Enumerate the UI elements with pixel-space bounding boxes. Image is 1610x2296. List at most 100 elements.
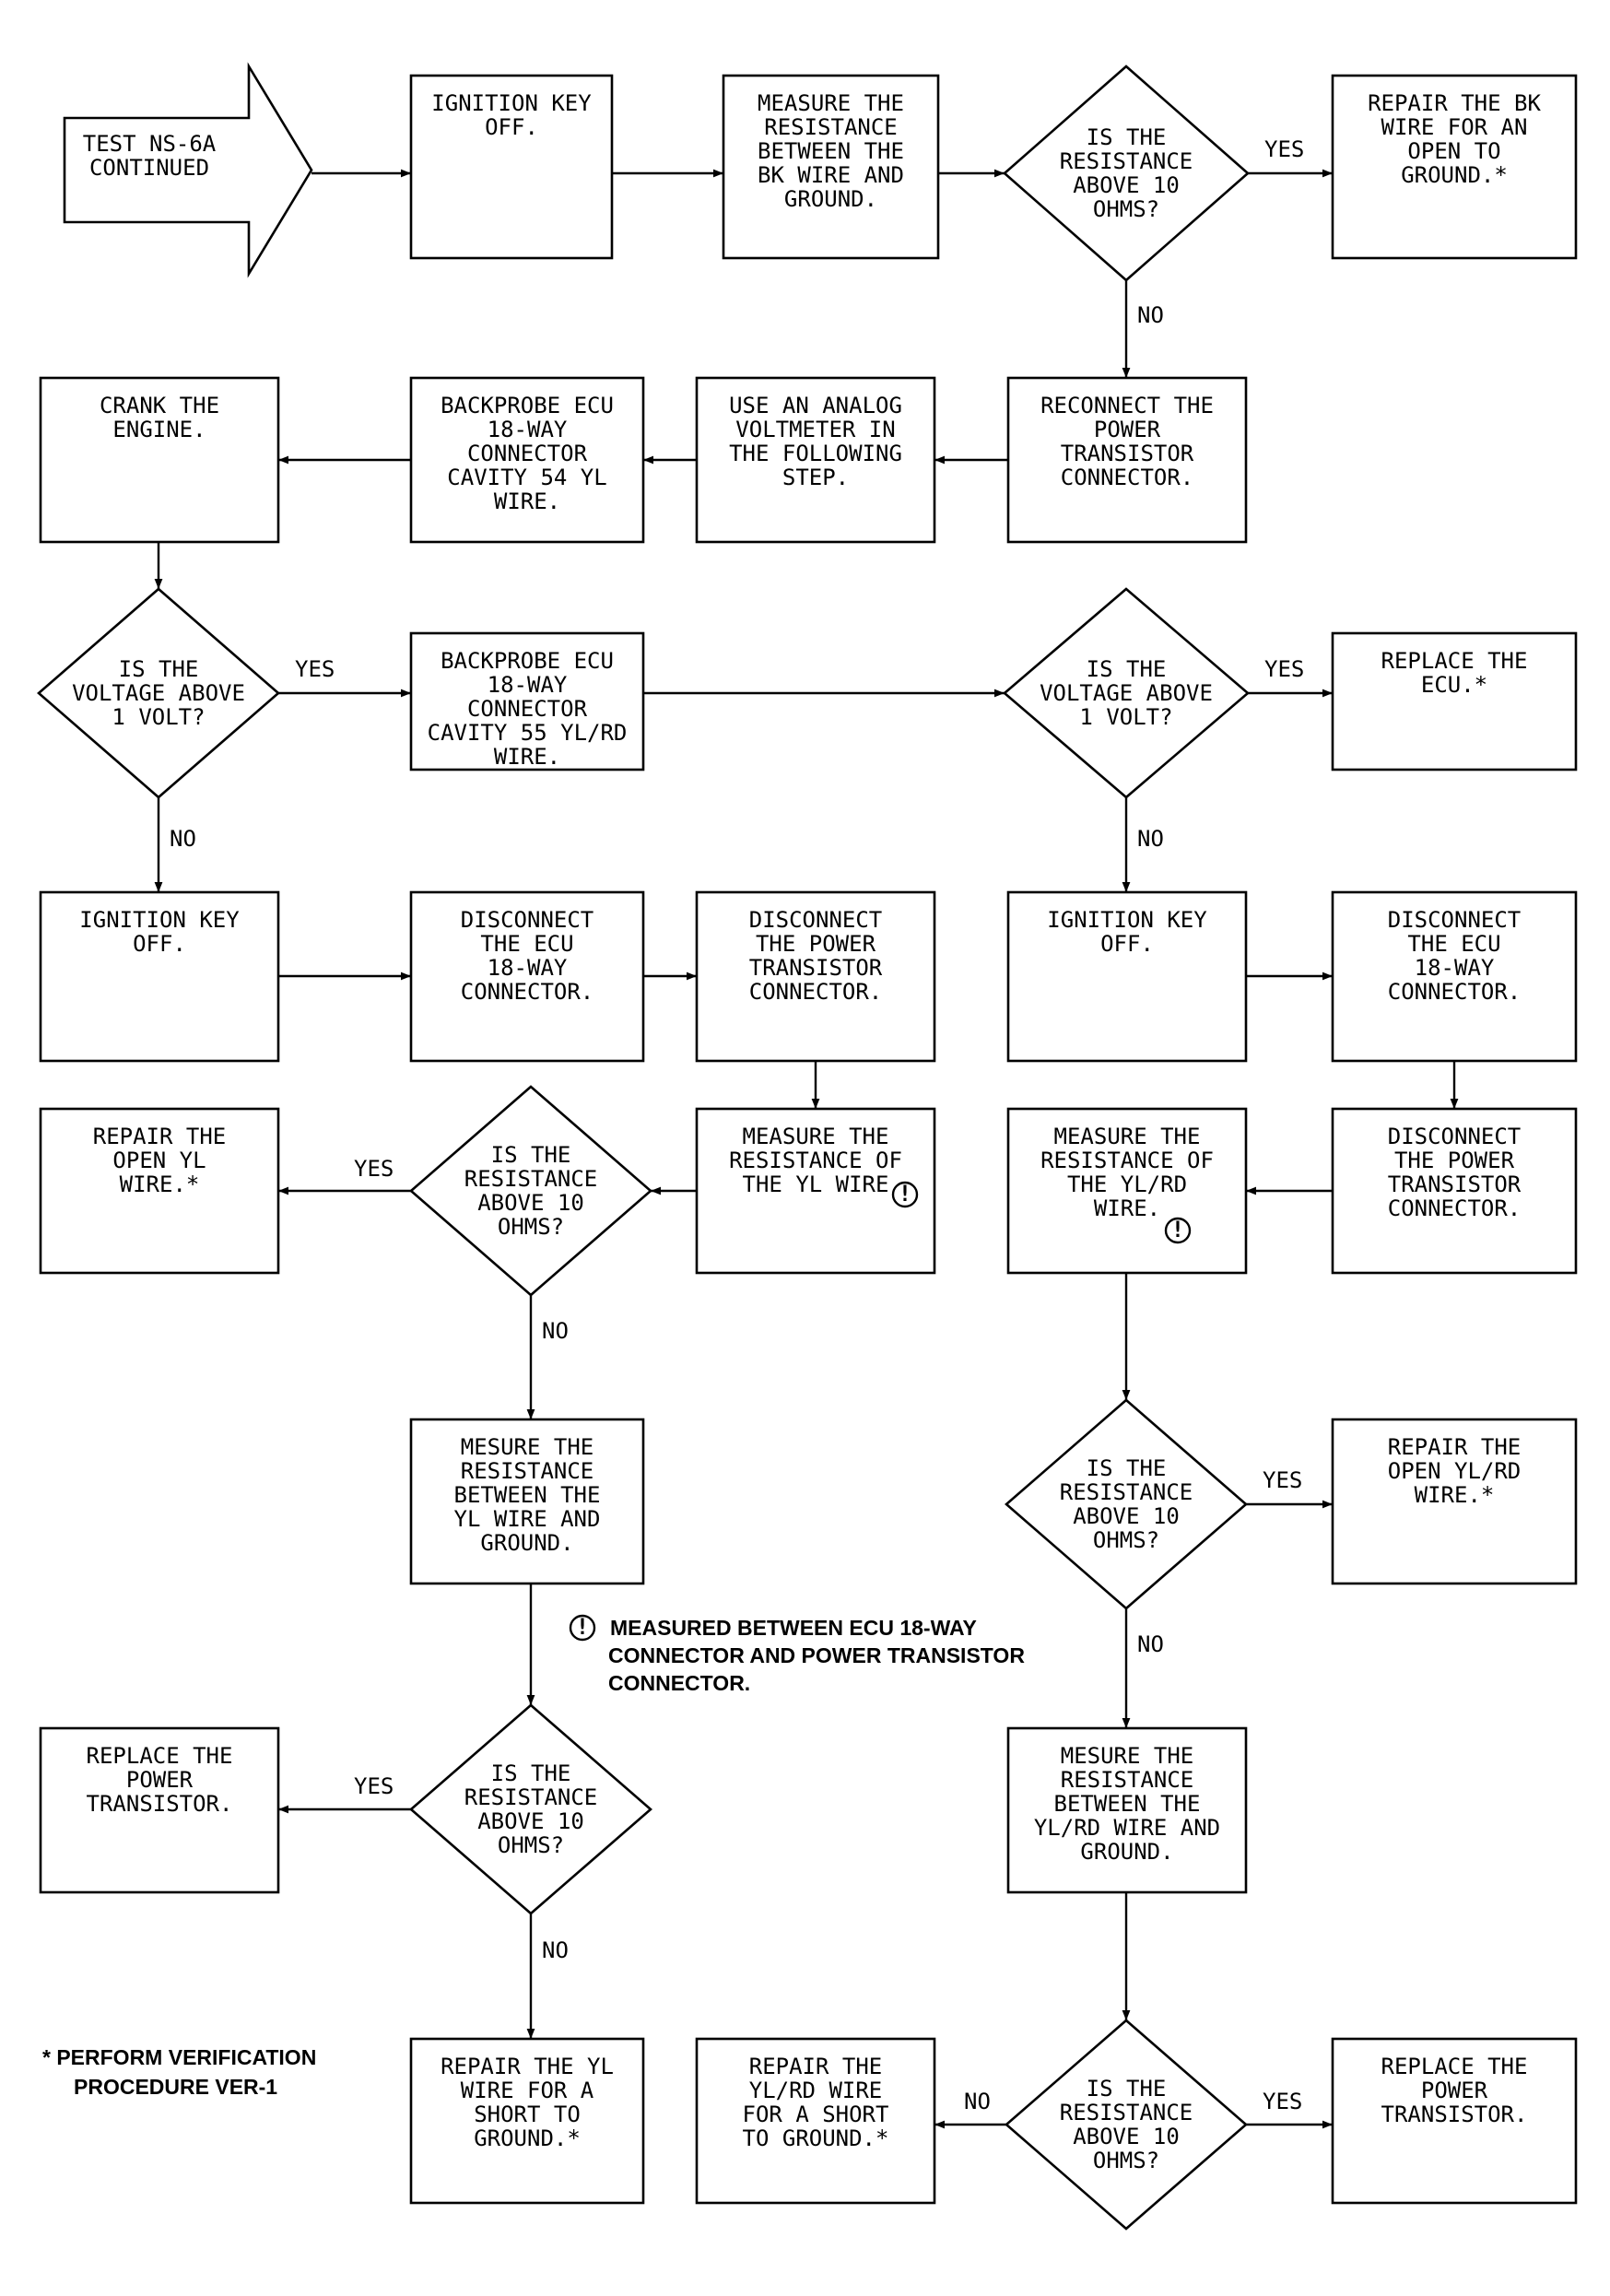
edge-label-yes: YES	[1263, 1467, 1302, 1493]
process-box	[39, 1107, 280, 1275]
footnote-marker-icon: !	[1164, 1217, 1192, 1244]
node-text-line: IS THE	[1087, 656, 1167, 682]
node-text-line: DISCONNECT	[749, 907, 883, 933]
node-text-line: RESISTANCE OF	[729, 1148, 902, 1173]
node-text-line: DISCONNECT	[1388, 907, 1522, 933]
footnote-marker-icon: !	[569, 1614, 596, 1642]
node-text-line: STEP.	[782, 465, 849, 490]
node-text-line: DISCONNECT	[461, 907, 594, 933]
node-text-line: GROUND.	[784, 186, 877, 212]
process-box	[1006, 376, 1248, 544]
node-text-line: REPLACE THE	[1381, 648, 1528, 674]
process-box	[39, 1726, 280, 1894]
node-text-line: BACKPROBE ECU	[441, 648, 614, 674]
node-text-line: THE POWER	[1394, 1148, 1515, 1173]
node-text-line: VOLTAGE ABOVE	[1040, 680, 1213, 706]
node-text-line: GROUND.*	[1401, 162, 1508, 188]
node-text-line: CONNECTOR.	[1388, 979, 1522, 1005]
node-text-line: TEST NS-6A	[83, 131, 217, 157]
edge-label-yes: YES	[295, 656, 335, 682]
node-text-line: ABOVE 10	[477, 1808, 584, 1834]
note-line: * PERFORM VERIFICATION	[42, 2045, 316, 2069]
node-text-line: YL/RD WIRE AND	[1034, 1815, 1220, 1841]
edge-label-no: NO	[1137, 302, 1164, 328]
node-text-line: RESISTANCE	[464, 1784, 598, 1810]
node-text-line: GROUND.	[1080, 1839, 1173, 1865]
node-text-line: VOLTMETER IN	[735, 417, 895, 442]
process-box	[695, 890, 936, 1063]
decision-diamond	[409, 1085, 652, 1297]
edge-label-yes: YES	[1263, 2089, 1302, 2114]
edge-label-yes: YES	[354, 1156, 394, 1182]
node-text-line: OHMS?	[1093, 1527, 1159, 1553]
edge-label-no: NO	[170, 826, 196, 852]
node-text-line: IS THE	[1087, 124, 1167, 150]
node-text-line: TO GROUND.*	[743, 2125, 889, 2151]
node-text-line: RESISTANCE	[764, 114, 898, 140]
node-text-line: REPLACE THE	[1381, 2054, 1528, 2079]
node-text-line: ABOVE 10	[1073, 172, 1180, 198]
edge-label-no: NO	[964, 2089, 991, 2114]
note-line: CONNECTOR.	[608, 1671, 750, 1695]
process-box	[1331, 74, 1578, 260]
node-text-line: OFF.	[133, 931, 186, 957]
node-text-line: IS THE	[1087, 1455, 1167, 1481]
svg-text:!: !	[899, 1181, 911, 1207]
node-text-line: POWER	[1094, 417, 1161, 442]
node-text-line: THE FOLLOWING	[729, 441, 902, 466]
node-text-line: IGNITION KEY	[1047, 907, 1207, 933]
process-box	[1006, 1726, 1248, 1894]
node-text-line: WIRE.	[494, 744, 560, 770]
process-box	[409, 2037, 645, 2205]
node-text-line: RESISTANCE	[1061, 1767, 1194, 1793]
edge-label-no: NO	[542, 1937, 569, 1963]
node-text-line: CONNECTOR.	[461, 979, 594, 1005]
process-box	[39, 376, 280, 544]
node-text-line: ENGINE.	[112, 417, 206, 442]
process-box	[1331, 631, 1578, 771]
node-text-line: TRANSISTOR.	[87, 1791, 233, 1817]
node-text-line: POWER	[1421, 2078, 1488, 2103]
node-text-line: ABOVE 10	[1073, 1503, 1180, 1529]
footnote-marker-icon: !	[891, 1181, 919, 1208]
node-text-line: MEASURE THE	[743, 1124, 889, 1149]
decision-diamond	[1005, 2019, 1248, 2231]
node-text-line: WIRE.	[494, 489, 560, 514]
node-text-line: REPAIR THE	[1388, 1434, 1522, 1460]
node-text-line: CONNECTOR.	[1061, 465, 1194, 490]
node-text-line: DISCONNECT	[1388, 1124, 1522, 1149]
decision-diamond	[1003, 587, 1250, 799]
node-text-line: OFF.	[485, 114, 538, 140]
node-text-line: ECU.*	[1421, 672, 1487, 698]
node-text-line: THE YL/RD	[1067, 1172, 1187, 1197]
node-text-line: YL WIRE AND	[454, 1506, 601, 1532]
edge-label-yes: YES	[354, 1773, 394, 1799]
node-text-line: 18-WAY	[488, 955, 568, 981]
note-line: PROCEDURE VER-1	[74, 2075, 277, 2099]
node-text-line: OPEN TO	[1407, 138, 1500, 164]
node-text-line: REPAIR THE YL	[441, 2054, 614, 2079]
svg-text:!: !	[576, 1614, 589, 1640]
node-text-line: TRANSISTOR.	[1381, 2102, 1528, 2127]
note-line: CONNECTOR AND POWER TRANSISTOR	[608, 1643, 1025, 1667]
